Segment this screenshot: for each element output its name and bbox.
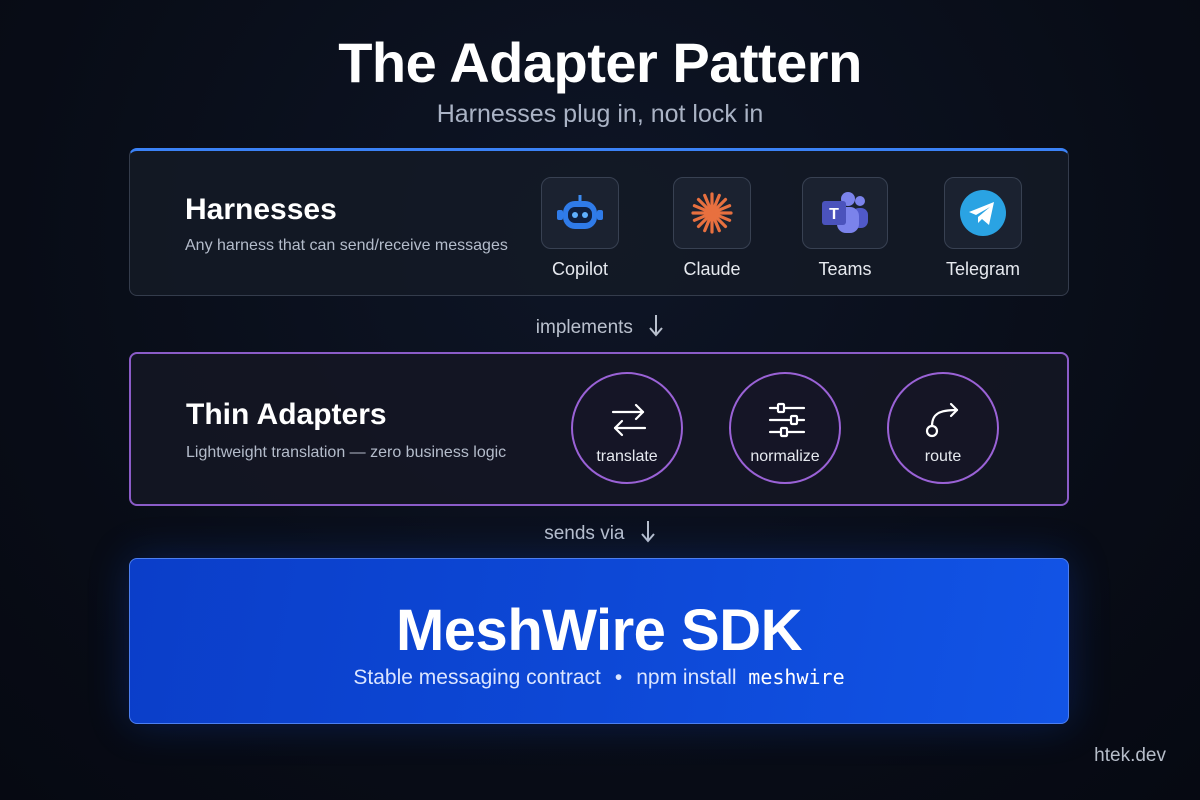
sdk-install-text: npm install	[636, 666, 737, 689]
svg-text:T: T	[829, 206, 839, 223]
brand-watermark: htek.dev	[1094, 745, 1166, 766]
adapter-op-normalize: normalize	[729, 372, 841, 484]
harness-label: Teams	[818, 259, 872, 279]
harnesses-description: Any harness that can send/receive messag…	[185, 237, 508, 254]
adapters-layer: Thin Adapters Lightweight translation — …	[129, 352, 1069, 506]
adapters-title: Thin Adapters	[186, 398, 387, 431]
harness-telegram: Telegram	[928, 177, 1038, 280]
page-subtitle: Harnesses plug in, not lock in	[436, 100, 764, 128]
adapters-description: Lightweight translation — zero business …	[186, 444, 507, 461]
op-label: normalize	[750, 448, 820, 465]
connector-implements: implements	[0, 313, 1200, 343]
harness-claude: Claude	[657, 177, 767, 280]
robot-icon	[541, 177, 619, 249]
sdk-title: MeshWire SDK	[395, 598, 803, 663]
harness-label: Claude	[683, 259, 741, 279]
sdk-contract-text: Stable messaging contract	[353, 666, 601, 689]
harnesses-title: Harnesses	[185, 193, 337, 226]
sdk-install-package: meshwire	[748, 665, 845, 689]
connector-label: sends via	[544, 523, 625, 545]
arrow-down-icon	[648, 313, 664, 343]
adapter-op-route: route	[887, 372, 999, 484]
adapter-op-translate: translate	[571, 372, 683, 484]
harness-label: Telegram	[945, 259, 1021, 279]
op-label: route	[924, 448, 962, 465]
page-title: The Adapter Pattern	[338, 31, 862, 94]
sdk-subtitle: Stable messaging contract • npm install me…	[130, 665, 1068, 690]
connector-label: implements	[535, 317, 633, 339]
claude-burst-icon	[673, 177, 751, 249]
teams-icon: T	[802, 177, 888, 249]
connector-sends-via: sends via	[0, 519, 1200, 549]
harnesses-layer: Harnesses Any harness that can send/rece…	[129, 148, 1069, 296]
harness-copilot: Copilot	[525, 177, 635, 280]
telegram-icon	[944, 177, 1022, 249]
harness-label: Copilot	[551, 259, 609, 279]
op-label: translate	[596, 448, 658, 465]
arrow-down-icon	[640, 519, 656, 549]
harness-teams: T Teams	[790, 177, 900, 280]
separator-dot: •	[614, 666, 623, 689]
sdk-block: MeshWire SDK Stable messaging contract • n…	[129, 558, 1069, 724]
